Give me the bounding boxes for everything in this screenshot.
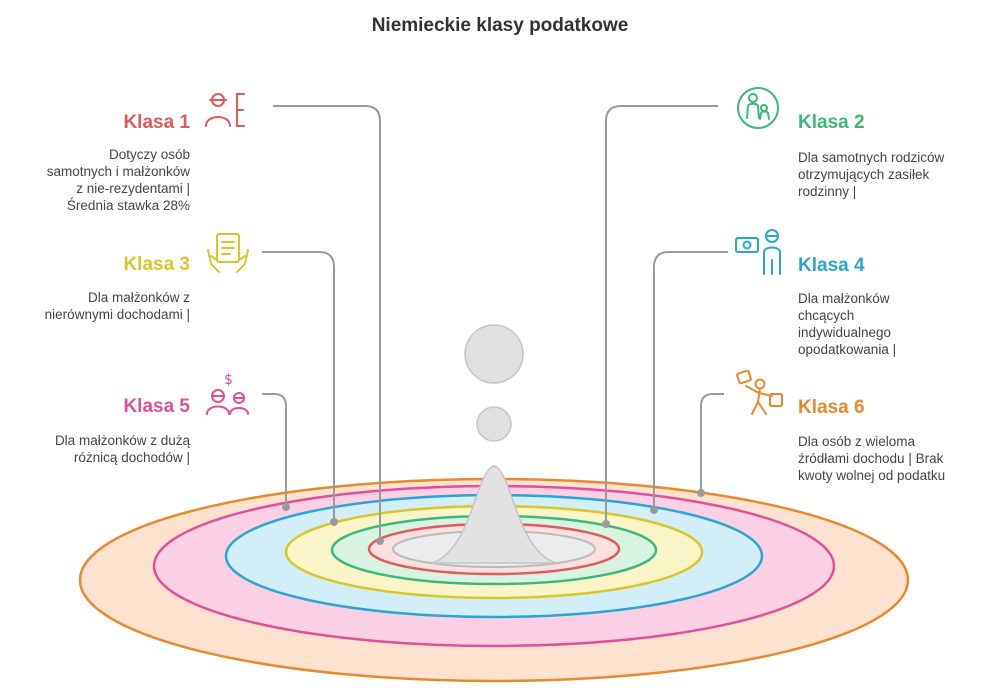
class-6-label: Klasa 6 <box>798 397 865 418</box>
person-document-icon <box>205 93 245 127</box>
class-4-label: Klasa 4 <box>798 255 865 276</box>
class-2-description: Dla samotnych rodziców otrzymujących zas… <box>798 150 945 199</box>
hands-document-icon <box>207 233 249 273</box>
splash-peak <box>431 465 557 564</box>
class-3-label: Klasa 3 <box>123 254 190 275</box>
class-1-label: Klasa 1 <box>123 112 190 133</box>
class-3-description: Dla małżonków z nierównymi dochodami | <box>44 290 190 322</box>
class-6-description: Dla osób z wieloma źródłami dochodu | Br… <box>798 434 946 483</box>
connector-klasa-1 <box>273 105 381 541</box>
class-5-label: Klasa 5 <box>123 396 190 417</box>
connector-dot-klasa-3 <box>330 518 338 526</box>
couple-dollar-icon: $ <box>206 372 249 415</box>
connector-klasa-4 <box>653 251 728 510</box>
connector-klasa-6 <box>700 393 724 493</box>
diagram-title: Niemieckie klasy podatkowe <box>371 15 629 36</box>
svg-text:$: $ <box>224 372 233 388</box>
class-2-label: Klasa 2 <box>798 112 865 133</box>
connector-klasa-5 <box>262 393 287 507</box>
droplet-small <box>476 406 512 442</box>
person-money-icon <box>735 229 781 275</box>
connector-dot-klasa-2 <box>602 520 610 528</box>
connector-dot-klasa-5 <box>282 503 290 511</box>
class-4-description: Dla małżonków chcących indywidualnego op… <box>798 291 897 357</box>
class-5-description: Dla małżonków z dużą różnicą dochodów | <box>54 433 190 465</box>
parent-child-icon <box>737 87 779 129</box>
droplet-large <box>464 324 524 384</box>
connector-dot-klasa-6 <box>697 489 705 497</box>
person-juggling-icon <box>736 369 783 415</box>
connector-klasa-3 <box>262 251 335 522</box>
connector-dot-klasa-1 <box>376 537 384 545</box>
connector-dot-klasa-4 <box>650 506 658 514</box>
class-1-description: Dotyczy osób samotnych i małżonków z nie… <box>46 147 190 213</box>
connector-klasa-2 <box>605 105 718 524</box>
